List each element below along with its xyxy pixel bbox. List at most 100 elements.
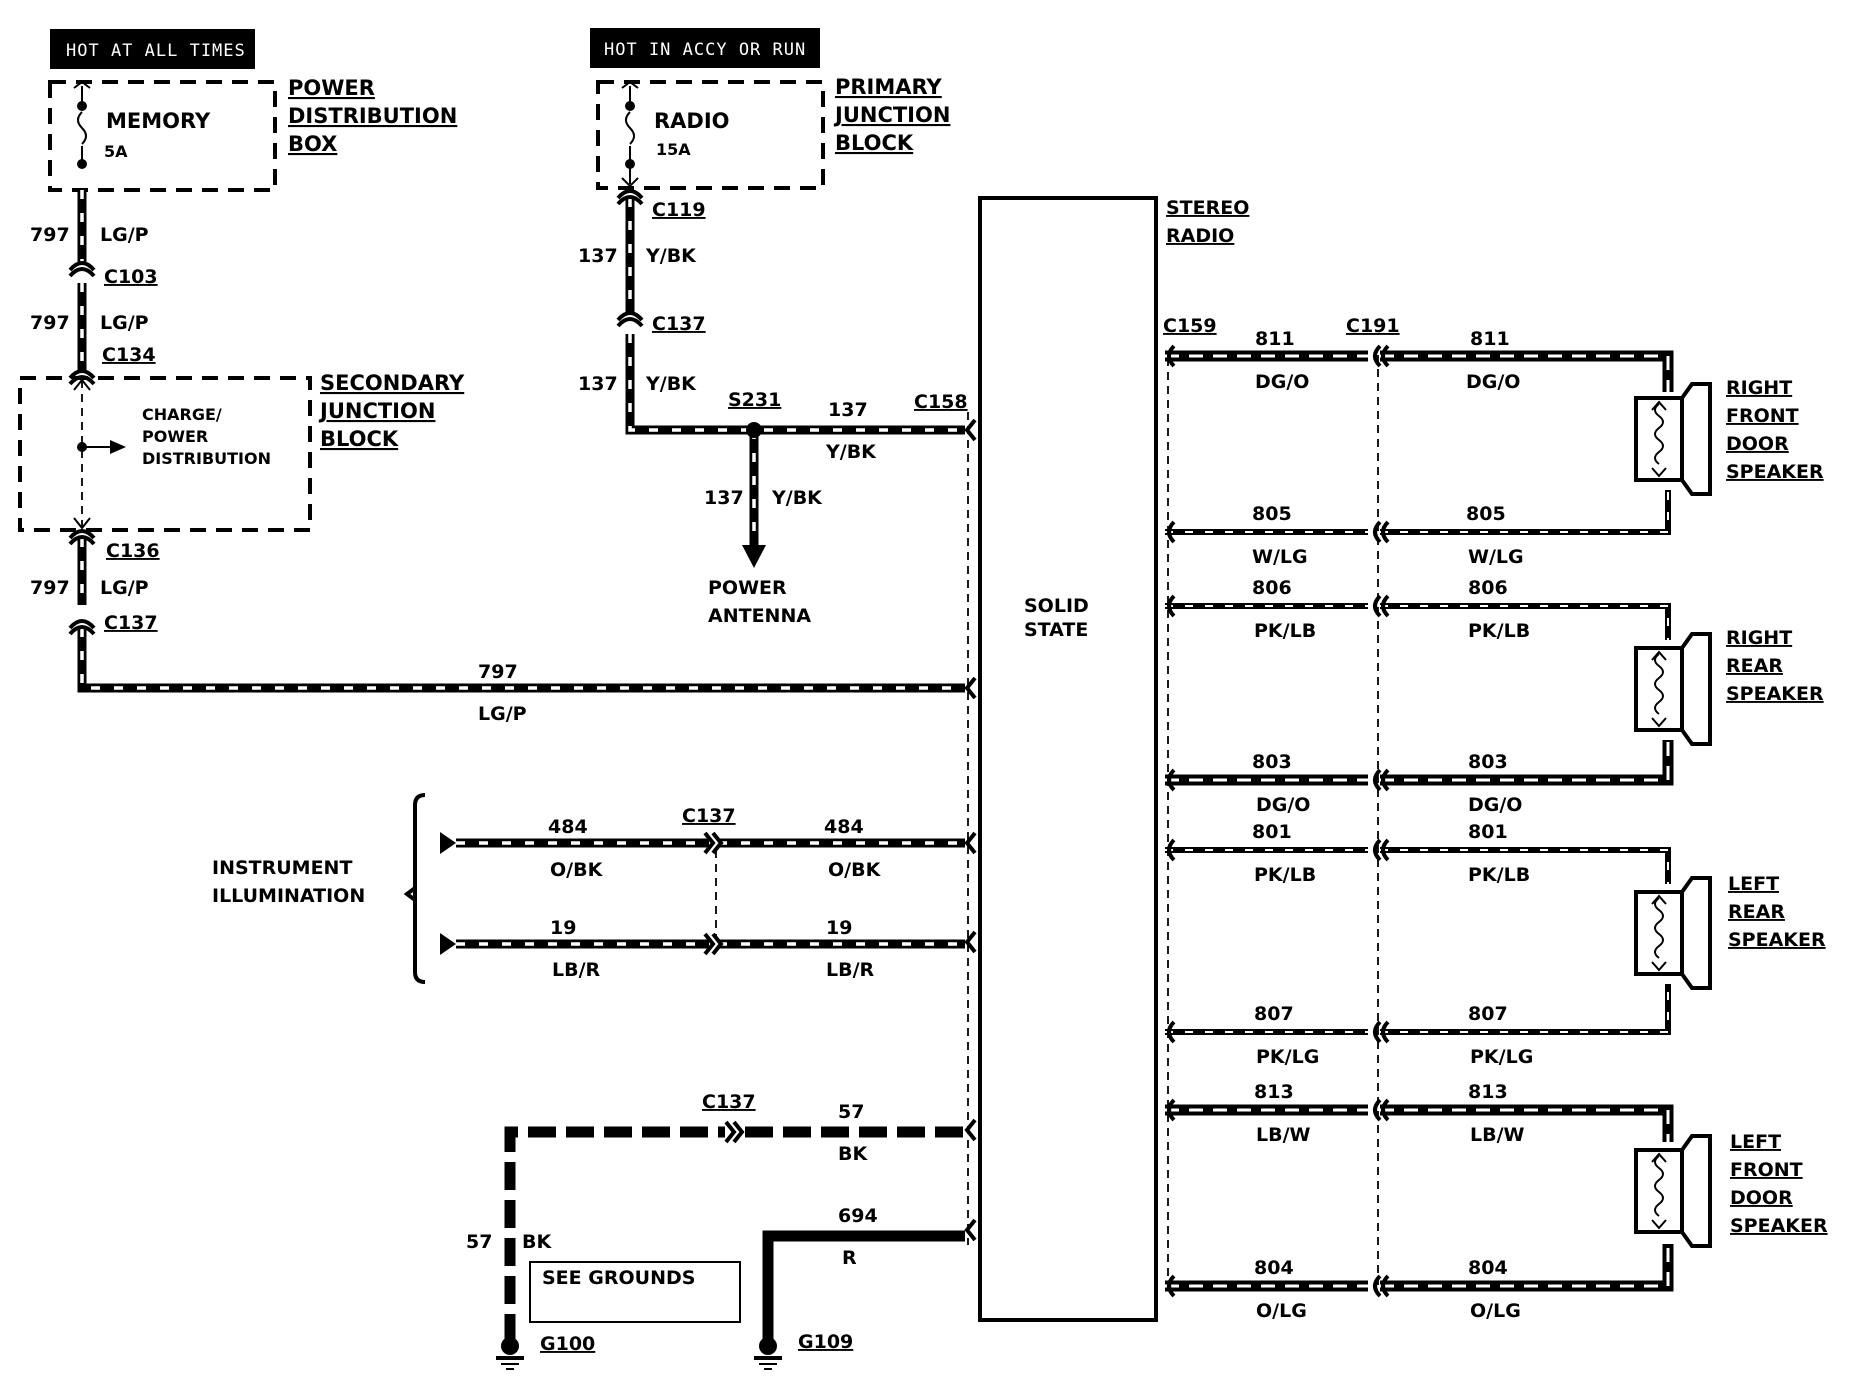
- wire-807-color-1: PK/LG: [1256, 1046, 1319, 1068]
- wire-484-num-1: 484: [548, 816, 588, 838]
- pjb-label-3: BLOCK: [835, 131, 914, 155]
- connector-c136: [68, 529, 96, 546]
- connector-arc: [1381, 838, 1390, 862]
- wire-805-num-2: 805: [1466, 503, 1506, 525]
- sjb-label-3: BLOCK: [320, 427, 399, 451]
- connector-c103: [68, 261, 96, 278]
- pdb-label-2: DISTRIBUTION: [288, 104, 457, 128]
- memory-fuse: [73, 80, 91, 169]
- wire-137-color-4: Y/BK: [771, 487, 823, 509]
- right-rear-speaker-icon: [1634, 632, 1712, 746]
- wire-806-num-1: 806: [1252, 577, 1292, 599]
- wire-484: [440, 831, 965, 855]
- wire-811-color-2: DG/O: [1466, 371, 1520, 393]
- lr-speaker-label-3: SPEAKER: [1728, 929, 1826, 951]
- see-grounds-label: SEE GROUNDS: [542, 1267, 695, 1289]
- wire-806-color-2: PK/LB: [1468, 620, 1530, 642]
- wire-137-num-4: 137: [704, 487, 744, 509]
- hot-in-accy-header: HOT IN ACCY OR RUN: [590, 28, 820, 68]
- wire-137: [625, 198, 965, 568]
- connector-arc: [1373, 1274, 1382, 1298]
- connector-arc: [1167, 1274, 1176, 1298]
- pdb-label-3: BOX: [288, 132, 337, 156]
- pjb-label-1: PRIMARY: [835, 75, 943, 99]
- wire-806-num-2: 806: [1468, 577, 1508, 599]
- charge-power-distribution-symbol: [73, 378, 126, 530]
- connector-arc: [1373, 344, 1382, 368]
- c191-label: C191: [1346, 315, 1400, 337]
- connector-arc: [1167, 520, 1176, 544]
- wire-19-color-2: LB/R: [826, 959, 875, 981]
- connector-arc: [1167, 1098, 1176, 1122]
- wire-484-color-1: O/BK: [550, 859, 604, 881]
- wire-19-num-2: 19: [826, 917, 852, 939]
- lr-speaker-label-2: REAR: [1728, 901, 1785, 923]
- lf-speaker-label-1: LEFT: [1730, 1131, 1781, 1153]
- wire-811: [1165, 350, 1674, 392]
- radio-fuse-rating: 15A: [656, 140, 691, 159]
- illumination-label-2: ILLUMINATION: [212, 885, 365, 907]
- wire-57-num-2: 57: [466, 1231, 492, 1253]
- pjb-label-2: JUNCTION: [833, 103, 950, 127]
- wire-484-num-2: 484: [824, 816, 864, 838]
- see-grounds-box: [529, 1261, 741, 1323]
- wire-694: [762, 1230, 965, 1340]
- g100-label: G100: [540, 1333, 595, 1355]
- c136-label: C136: [106, 540, 160, 562]
- hot-at-all-times-header: HOT AT ALL TIMES: [50, 29, 255, 69]
- rf-speaker-label-2: FRONT: [1726, 405, 1799, 427]
- connector-arc: [1373, 838, 1382, 862]
- radio-fuse: [621, 80, 639, 188]
- rr-speaker-label-1: RIGHT: [1726, 627, 1792, 649]
- stereo-label-1: STEREO: [1166, 197, 1249, 219]
- connector-arc: [1373, 1020, 1382, 1044]
- c159-label: C159: [1163, 315, 1217, 337]
- wire-801: [1165, 847, 1671, 884]
- wire-137-color-3: Y/BK: [825, 441, 877, 463]
- right-front-speaker-icon: [1634, 382, 1712, 496]
- rr-speaker-label-3: SPEAKER: [1726, 683, 1824, 705]
- wire-57: [504, 1120, 965, 1342]
- c158-terminals: [964, 418, 977, 1242]
- stereo-radio-box: [978, 196, 1158, 1322]
- wire-805-num-1: 805: [1252, 503, 1292, 525]
- c137-label-illum: C137: [682, 805, 736, 827]
- wire-801-num-2: 801: [1468, 821, 1508, 843]
- connector-arc: [1381, 1020, 1390, 1044]
- rf-speaker-label-4: SPEAKER: [1726, 461, 1824, 483]
- wire-811-num-2: 811: [1470, 328, 1510, 350]
- c119-label: C119: [652, 199, 706, 221]
- wire-797-num-3: 797: [30, 577, 70, 599]
- wire-484-color-2: O/BK: [828, 859, 882, 881]
- wire-694-color: R: [842, 1247, 857, 1269]
- speaker-connector-arcs: [1167, 344, 1390, 1298]
- connector-arc: [1167, 594, 1176, 618]
- wire-806: [1165, 603, 1671, 640]
- connector-arc: [1373, 1098, 1382, 1122]
- sjb-inner-2: POWER: [142, 427, 208, 446]
- solid-state-label-1: SOLID: [1024, 595, 1089, 617]
- wire-797-color-4: LG/P: [478, 703, 527, 725]
- lf-speaker-label-3: DOOR: [1730, 1187, 1793, 1209]
- wire-813: [1165, 1104, 1674, 1142]
- wire-797-color-2: LG/P: [100, 312, 149, 334]
- connector-arc: [1167, 768, 1176, 792]
- wire-801-color-1: PK/LB: [1254, 864, 1316, 886]
- c137-label-left: C137: [104, 612, 158, 634]
- wire-803-num-1: 803: [1252, 751, 1292, 773]
- left-rear-speaker-icon: [1634, 876, 1712, 990]
- wire-804-color-2: O/LG: [1470, 1300, 1521, 1322]
- svg-text:HOT IN ACCY OR RUN: HOT IN ACCY OR RUN: [604, 40, 806, 60]
- wire-797-color-3: LG/P: [100, 577, 149, 599]
- wire-806-color-1: PK/LB: [1254, 620, 1316, 642]
- power-distribution-box: [48, 80, 277, 192]
- wire-137-num-2: 137: [578, 373, 618, 395]
- wire-694-num: 694: [838, 1205, 878, 1227]
- power-antenna-label-2: ANTENNA: [708, 605, 811, 627]
- sjb-label-1: SECONDARY: [320, 371, 465, 395]
- ground-g100-icon: [496, 1337, 524, 1370]
- lr-speaker-label-1: LEFT: [1728, 873, 1779, 895]
- wire-811-color-1: DG/O: [1255, 371, 1309, 393]
- connector-c119: [616, 189, 644, 206]
